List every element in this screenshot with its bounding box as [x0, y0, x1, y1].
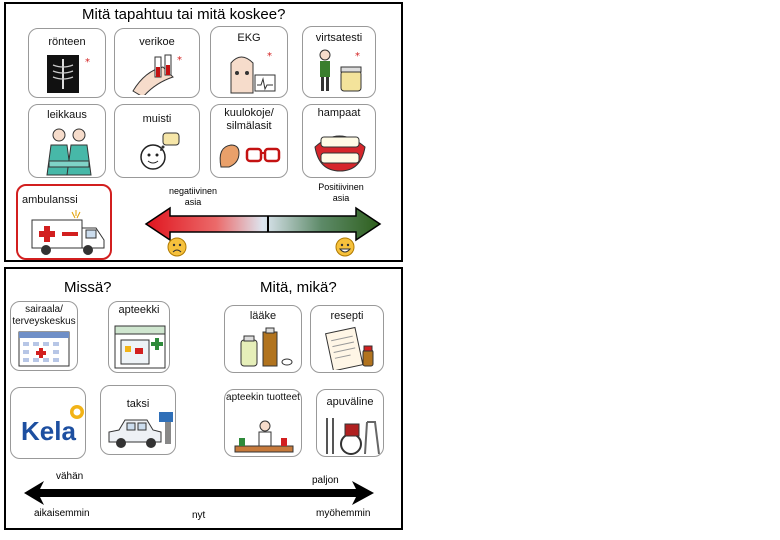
little-label: vähän — [56, 471, 84, 482]
card-medicine[interactable]: lääke — [224, 305, 302, 373]
top-panel-title: Mitä tapahtuu tai mitä koskee? — [82, 6, 286, 23]
urine-test-icon: * — [319, 49, 362, 92]
card-pharmacy-label: apteekki — [118, 304, 160, 316]
card-urine-test[interactable]: virtsatesti * — [302, 26, 376, 98]
svg-text:Kela: Kela — [21, 416, 76, 446]
bottom-panel: Missä? Mitä, mikä? sairaala/ terveyskesk… — [4, 267, 403, 530]
card-assistive-device[interactable]: apuväline — [316, 389, 384, 457]
much-label: paljon — [312, 475, 339, 486]
later-label: myöhemmin — [316, 508, 371, 519]
what-title: Mitä, mikä? — [260, 279, 337, 296]
pharmacy-store-icon — [114, 325, 166, 369]
memory-icon — [140, 132, 180, 170]
card-ekg[interactable]: EKG * — [210, 26, 288, 98]
happy-face-icon — [335, 237, 355, 257]
card-pharmacy-products-label: apteekin tuotteet — [226, 392, 300, 403]
wheelchair-icon — [326, 418, 380, 455]
card-hospital-label: sairaala/ terveyskeskus — [12, 304, 76, 327]
card-xray-label: rönteen — [48, 36, 86, 48]
card-blood-test[interactable]: verikoe * — [114, 28, 200, 98]
svg-text:*: * — [85, 57, 90, 68]
card-ekg-label: EKG — [237, 32, 261, 44]
card-medicine-label: lääke — [249, 310, 277, 322]
card-prescription-label: resepti — [330, 310, 364, 322]
xray-icon: * — [47, 55, 90, 93]
time-scale-arrow — [24, 481, 374, 505]
card-memory-label: muisti — [142, 113, 172, 125]
kela-logo-icon: Kela — [21, 405, 84, 446]
hospital-calendar-icon — [18, 331, 70, 367]
teeth-icon — [314, 135, 366, 172]
where-title: Missä? — [64, 279, 112, 296]
svg-text:*: * — [177, 55, 182, 66]
card-urine-test-label: virtsatesti — [315, 32, 363, 44]
card-taxi-label: taksi — [126, 398, 150, 410]
now-label: nyt — [192, 510, 206, 521]
taxi-icon — [108, 412, 173, 448]
card-assistive-device-label: apuväline — [326, 396, 374, 408]
card-blood-test-label: verikoe — [139, 36, 175, 48]
pharmacist-icon — [234, 420, 294, 453]
top-panel: Mitä tapahtuu tai mitä koskee? rönteen *… — [4, 2, 403, 262]
card-memory[interactable]: muisti — [114, 104, 200, 178]
negative-label: negatiivinen asia — [168, 186, 218, 207]
card-prescription[interactable]: resepti — [310, 305, 384, 373]
card-surgery[interactable]: leikkaus — [28, 104, 106, 178]
surgery-icon — [46, 128, 92, 176]
svg-text:*: * — [355, 51, 360, 62]
earlier-label: aikaisemmin — [34, 508, 90, 519]
card-kela[interactable]: Kela — [10, 387, 86, 459]
sad-face-icon — [167, 237, 187, 257]
card-hearing-aid-glasses[interactable]: kuulokoje/ silmälasit — [210, 104, 288, 178]
syringe-icon: * — [132, 54, 182, 95]
card-pharmacy-products[interactable]: apteekin tuotteet — [224, 389, 302, 457]
card-taxi[interactable]: taksi — [100, 385, 176, 455]
medicine-bottles-icon — [240, 327, 293, 367]
card-hospital[interactable]: sairaala/ terveyskeskus — [10, 301, 78, 371]
positive-label: Positiivinen asia — [318, 182, 364, 203]
card-ambulance-label: ambulanssi — [22, 194, 78, 206]
hearing-aid-glasses-icon — [219, 144, 281, 168]
svg-text:*: * — [267, 51, 272, 62]
prescription-icon — [325, 326, 374, 370]
card-teeth[interactable]: hampaat — [302, 104, 376, 178]
feeling-scale-arrow — [144, 206, 382, 242]
card-pharmacy[interactable]: apteekki — [108, 301, 170, 373]
card-xray[interactable]: rönteen * — [28, 28, 106, 98]
ekg-icon: * — [230, 51, 276, 94]
card-ambulance[interactable]: ambulanssi — [16, 184, 112, 260]
ambulance-icon — [31, 210, 105, 255]
card-teeth-label: hampaat — [317, 107, 361, 119]
card-hearing-aid-glasses-label: kuulokoje/ silmälasit — [224, 107, 274, 132]
card-surgery-label: leikkaus — [47, 109, 87, 121]
